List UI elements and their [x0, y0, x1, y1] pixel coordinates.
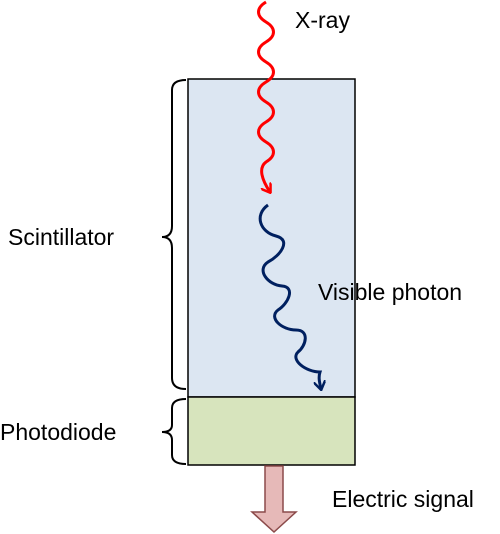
- photodiode-block: [187, 396, 356, 466]
- visible-photon-label: Visible photon: [318, 279, 462, 305]
- scintillator-block: [187, 78, 356, 398]
- electric-signal-label: Electric signal: [332, 486, 474, 512]
- scintillator-brace: [161, 79, 187, 390]
- electric-signal-arrow: [250, 465, 298, 534]
- scintillator-label: Scintillator: [8, 224, 114, 250]
- xray-label: X-ray: [295, 7, 350, 33]
- visible-photon-wave: [258, 203, 321, 389]
- photodiode-label: Photodiode: [0, 419, 116, 445]
- xray-wave: [257, 0, 275, 192]
- photodiode-brace: [161, 398, 187, 465]
